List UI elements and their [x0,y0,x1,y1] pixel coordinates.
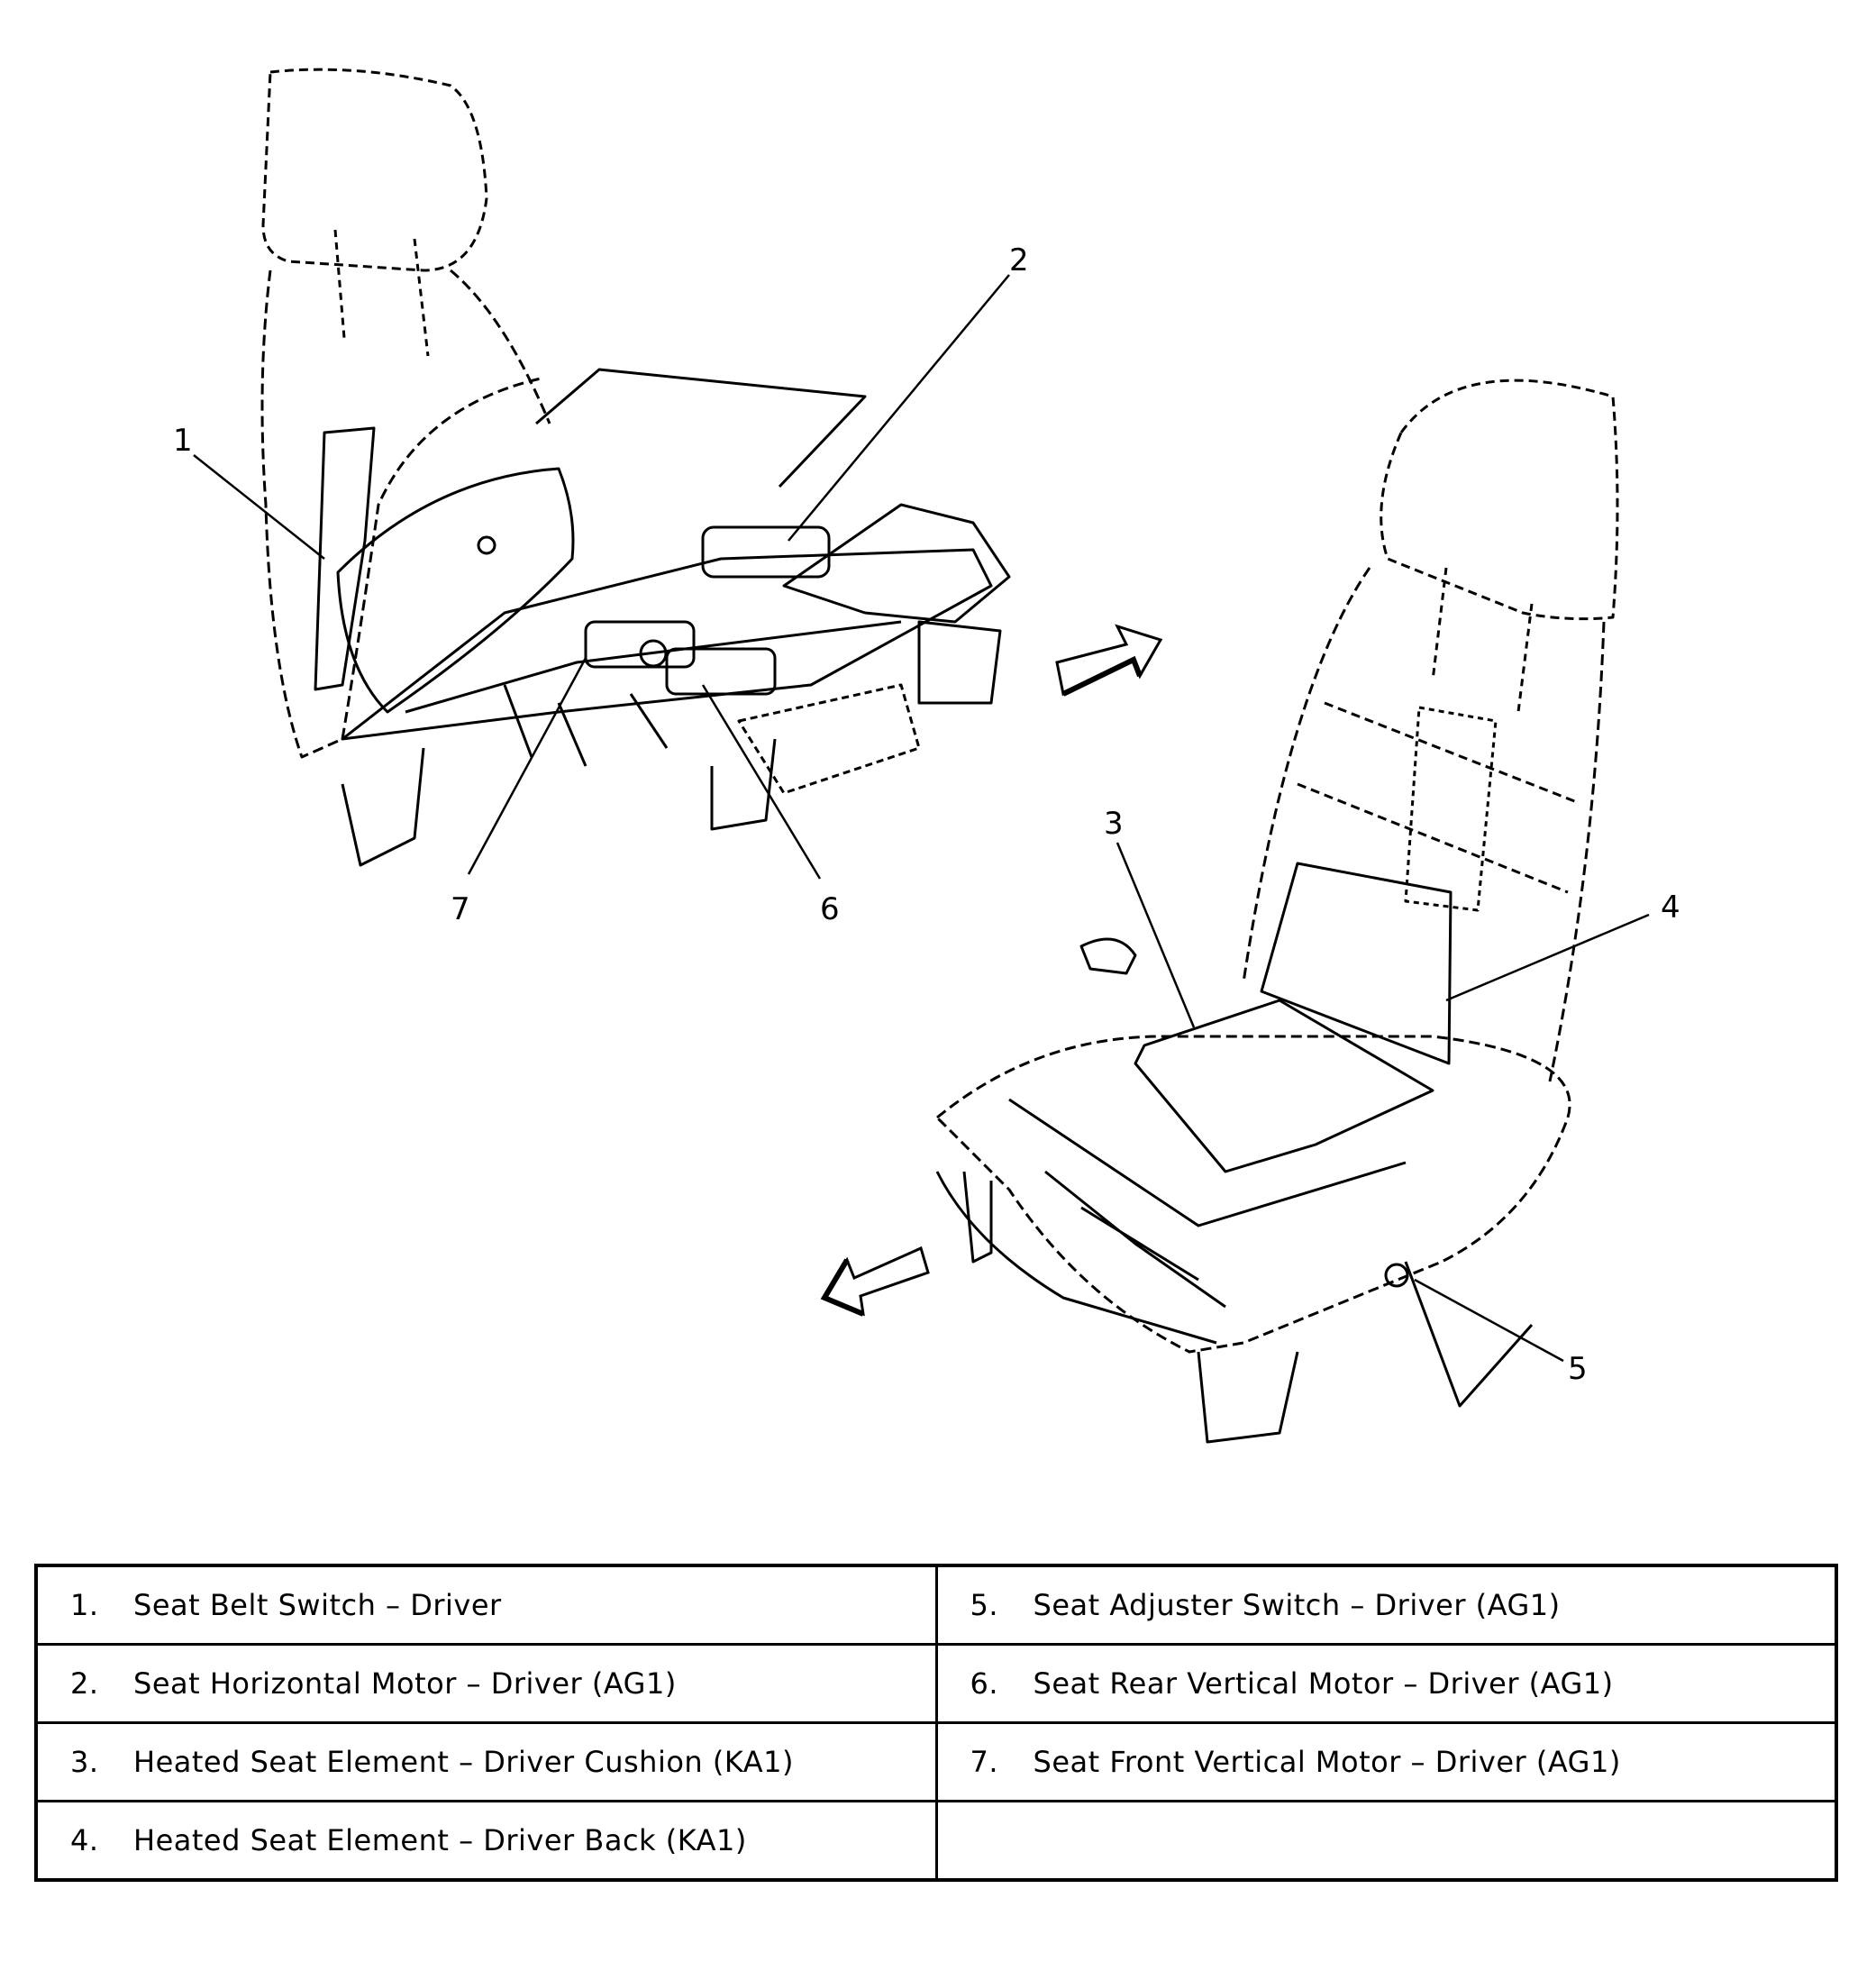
leader-line-3 [1116,842,1196,1028]
legend-cell-empty [934,1800,1838,1882]
right-seatback-frame [1242,567,1606,1082]
left-headrest [261,68,488,272]
callout-3: 3 [1104,806,1124,842]
legend-number: 4. [70,1823,99,1857]
right-cushion-frame [935,1035,1571,1354]
legend-number: 7. [970,1745,999,1779]
legend-cell-6: 6. Seat Rear Vertical Motor – Driver (AG1… [934,1643,1838,1724]
legend-number: 6. [970,1666,999,1701]
legend-row: 3. Heated Seat Element – Driver Cushion (… [34,1721,1838,1802]
horizontal-motor-body [701,525,831,579]
legend-text: Heated Seat Element – Driver Cushion (KA… [133,1745,795,1779]
callout-2: 2 [1009,242,1029,278]
legend-cell-3: 3. Heated Seat Element – Driver Cushion (… [34,1721,938,1802]
left-seatback [260,269,542,759]
component-legend-table: 1. Seat Belt Switch – Driver 5. Seat Adjus… [34,1564,1838,1882]
leader-line-1 [193,454,325,560]
callout-1: 1 [173,423,193,459]
seat-belt-buckle [314,426,376,691]
legend-cell-5: 5. Seat Adjuster Switch – Driver (AG1) [934,1564,1838,1646]
legend-number: 5. [970,1588,999,1622]
rear-vertical-motor-body [665,647,777,696]
legend-text: Seat Front Vertical Motor – Driver (AG1) [1033,1745,1621,1779]
legend-text: Heated Seat Element – Driver Back (KA1) [133,1823,747,1857]
heated-cushion-element [1134,999,1434,1173]
front-vertical-motor-body [584,620,696,669]
legend-cell-2: 2. Seat Horizontal Motor – Driver (AG1) [34,1643,938,1724]
callout-7: 7 [451,891,470,927]
left-cushion-frame [535,368,867,488]
leader-line-5 [1414,1278,1564,1363]
leader-line-2 [788,274,1010,542]
heated-back-element [1260,862,1453,1065]
legend-cell-1: 1. Seat Belt Switch – Driver [34,1564,938,1646]
legend-number: 2. [70,1666,99,1701]
forward-direction-arrow [1055,624,1163,697]
legend-number: 1. [70,1588,99,1622]
leader-line-6 [701,684,822,880]
leader-lines [193,274,1650,1363]
seat-component-diagram: 1 2 3 4 5 6 7 [173,68,1680,1444]
callout-5: 5 [1568,1351,1588,1387]
legend-cell-7: 7. Seat Front Vertical Motor – Driver (AG… [934,1721,1838,1802]
legend-text: Seat Horizontal Motor – Driver (AG1) [133,1666,677,1701]
legend-row: 4. Heated Seat Element – Driver Back (KA1… [34,1800,1838,1882]
legend-cell-4: 4. Heated Seat Element – Driver Back (KA1… [34,1800,938,1882]
legend-text: Seat Rear Vertical Motor – Driver (AG1) [1033,1666,1614,1701]
callout-6: 6 [820,891,840,927]
right-seat-illustration [935,379,1619,1444]
rearward-direction-arrow [820,1246,930,1317]
legend-row: 1. Seat Belt Switch – Driver 5. Seat Adjus… [34,1564,1838,1646]
callout-4: 4 [1661,890,1680,926]
legend-row: 2. Seat Horizontal Motor – Driver (AG1) 6… [34,1643,1838,1724]
legend-text: Seat Adjuster Switch – Driver (AG1) [1033,1588,1561,1622]
legend-number: 3. [70,1745,99,1779]
leader-line-7 [467,657,587,875]
leader-line-4 [1445,913,1650,1002]
left-side-shield [336,467,575,714]
legend-text: Seat Belt Switch – Driver [133,1588,502,1622]
left-seat-illustration [260,68,1011,867]
right-headrest [1380,379,1619,621]
